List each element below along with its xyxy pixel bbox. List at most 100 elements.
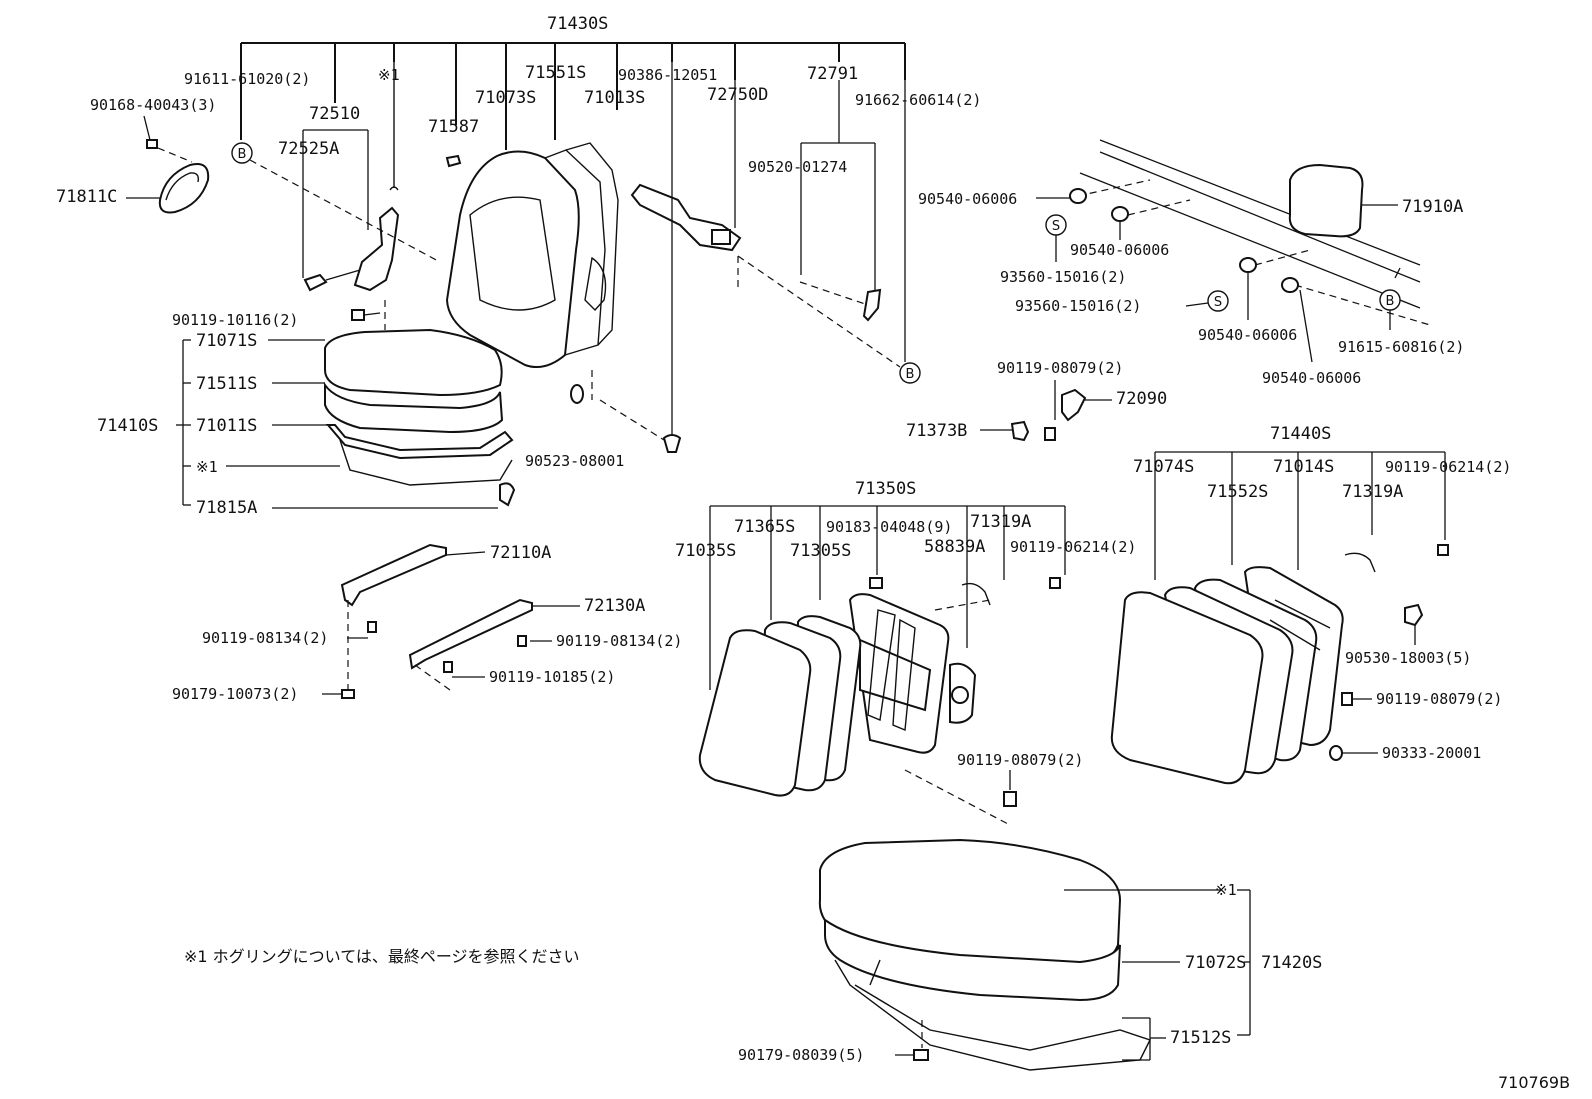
label-72090: 72090 bbox=[1116, 389, 1167, 409]
bracket-71430S bbox=[240, 42, 906, 150]
label-90119-10116: 90119-10116(2) bbox=[172, 311, 298, 329]
part-71319A-mid bbox=[934, 577, 1061, 611]
bracket-72090 bbox=[1044, 380, 1112, 441]
callout-b-1: B bbox=[231, 142, 253, 164]
label-90179-10073: 90179-10073(2) bbox=[172, 685, 298, 703]
hog-ring-a bbox=[389, 62, 399, 191]
seat-belt-72750D bbox=[630, 80, 901, 368]
callout-b-3: B bbox=[1379, 289, 1401, 330]
label-90119-08079-b: 90119-08079(2) bbox=[1376, 690, 1502, 708]
label-71011S: 71011S bbox=[196, 416, 257, 436]
clip-90386 bbox=[599, 62, 682, 453]
label-71811C: 71811C bbox=[56, 187, 117, 207]
label-71319A-mid: 71319A bbox=[970, 512, 1031, 532]
rear-seat-back-right bbox=[1110, 566, 1344, 785]
nut-90179-10073 bbox=[322, 600, 355, 699]
rear-seat-cushion bbox=[818, 838, 1151, 1071]
bolt-90119-08134-a bbox=[347, 621, 377, 639]
label-71587: 71587 bbox=[428, 117, 479, 137]
label-90540-06006-a: 90540-06006 bbox=[918, 190, 1017, 208]
bracket-72791 bbox=[799, 80, 882, 322]
label-71551S: 71551S bbox=[525, 63, 586, 83]
label-72750D: 72750D bbox=[707, 85, 768, 105]
label-72791: 72791 bbox=[807, 64, 858, 84]
bolt-90119-08134-b bbox=[517, 635, 552, 647]
bracket-71350S bbox=[709, 505, 1066, 690]
callout-s-1: S bbox=[1045, 214, 1067, 262]
label-90540-06006-b: 90540-06006 bbox=[1070, 241, 1169, 259]
footnote: ※1 ホグリングについては、最終ページを参照ください bbox=[184, 947, 580, 966]
part-90523 bbox=[570, 370, 593, 404]
label-71350S: 71350S bbox=[855, 479, 916, 499]
label-note-mark-a: ※1 bbox=[378, 66, 400, 84]
bolt-90119-08079-b bbox=[1341, 692, 1372, 706]
label-72510: 72510 bbox=[309, 104, 360, 124]
bolt-90119-10185 bbox=[414, 661, 485, 691]
label-90179-08039: 90179-08039(5) bbox=[738, 1046, 864, 1064]
part-71811C bbox=[126, 163, 210, 214]
bushing-90540-d bbox=[1281, 277, 1313, 363]
label-note-mark-c: ※1 bbox=[1215, 881, 1237, 899]
bushing-90540-c bbox=[1239, 257, 1257, 320]
seat-track-72130A bbox=[408, 598, 580, 670]
part-71587 bbox=[445, 154, 462, 168]
label-71319A-right: 71319A bbox=[1342, 482, 1403, 502]
label-90119-08079-c: 90119-08079(2) bbox=[957, 751, 1083, 769]
label-71410S: 71410S bbox=[97, 416, 158, 436]
front-seat-cushion bbox=[324, 328, 516, 507]
label-71552S: 71552S bbox=[1207, 482, 1268, 502]
label-90540-06006-c: 90540-06006 bbox=[1198, 326, 1297, 344]
label-90333-20001: 90333-20001 bbox=[1382, 744, 1481, 762]
label-72130A: 72130A bbox=[584, 596, 645, 616]
label-71035S: 71035S bbox=[675, 541, 736, 561]
svg-text:B: B bbox=[238, 147, 247, 162]
label-71440S: 71440S bbox=[1270, 424, 1331, 444]
svg-text:S: S bbox=[1052, 219, 1060, 234]
nut-90179-08039 bbox=[895, 1020, 929, 1061]
bushing-90540-a bbox=[1036, 188, 1087, 204]
label-71910A: 71910A bbox=[1402, 197, 1463, 217]
figure-reference: 710769B bbox=[1498, 1073, 1570, 1092]
rear-bar-assembly bbox=[1077, 139, 1431, 326]
label-71071S: 71071S bbox=[196, 331, 257, 351]
label-71815A: 71815A bbox=[196, 498, 257, 518]
label-90119-06214-a: 90119-06214(2) bbox=[1385, 458, 1511, 476]
label-90183-04048: 90183-04048(9) bbox=[826, 518, 952, 536]
label-93560-15016-b: 93560-15016(2) bbox=[1015, 297, 1141, 315]
label-71512S: 71512S bbox=[1170, 1028, 1231, 1048]
label-72110A: 72110A bbox=[490, 543, 551, 563]
label-58839A: 58839A bbox=[924, 537, 985, 557]
label-93560-15016-a: 93560-15016(2) bbox=[1000, 268, 1126, 286]
part-90183 bbox=[869, 577, 883, 589]
label-71014S: 71014S bbox=[1273, 457, 1334, 477]
front-seat-back bbox=[445, 142, 619, 368]
label-90119-08079-a: 90119-08079(2) bbox=[997, 359, 1123, 377]
bracket-71440S bbox=[1154, 451, 1446, 580]
recliner-72510 bbox=[249, 129, 441, 292]
bolt-90119-10116 bbox=[351, 300, 386, 330]
rear-seat-back-middle bbox=[698, 593, 977, 797]
headrest-71910A bbox=[1288, 163, 1398, 238]
label-90523-08001: 90523-08001 bbox=[525, 452, 624, 470]
label-71430S: 71430S bbox=[547, 14, 608, 34]
label-90386-12051: 90386-12051 bbox=[618, 66, 717, 84]
label-91611-61020: 91611-61020(2) bbox=[184, 70, 310, 88]
label-90530-18003: 90530-18003(5) bbox=[1345, 649, 1471, 667]
label-71511S: 71511S bbox=[196, 374, 257, 394]
label-91615-60816: 91615-60816(2) bbox=[1338, 338, 1464, 356]
seat-track-72110A bbox=[340, 543, 486, 607]
label-71072S: 71072S bbox=[1185, 953, 1246, 973]
label-90168-40043: 90168-40043(3) bbox=[90, 96, 216, 114]
label-71420S: 71420S bbox=[1261, 953, 1322, 973]
part-71319A-right bbox=[1344, 544, 1449, 573]
label-90119-08134-a: 90119-08134(2) bbox=[202, 629, 328, 647]
label-71305S: 71305S bbox=[790, 541, 851, 561]
label-71074S: 71074S bbox=[1133, 457, 1194, 477]
label-90540-06006-d: 90540-06006 bbox=[1262, 369, 1361, 387]
label-72525A: 72525A bbox=[278, 139, 339, 159]
label-90520-01274: 90520-01274 bbox=[748, 158, 847, 176]
label-71365S: 71365S bbox=[734, 517, 795, 537]
svg-text:B: B bbox=[906, 367, 915, 382]
label-90119-06214-b: 90119-06214(2) bbox=[1010, 538, 1136, 556]
